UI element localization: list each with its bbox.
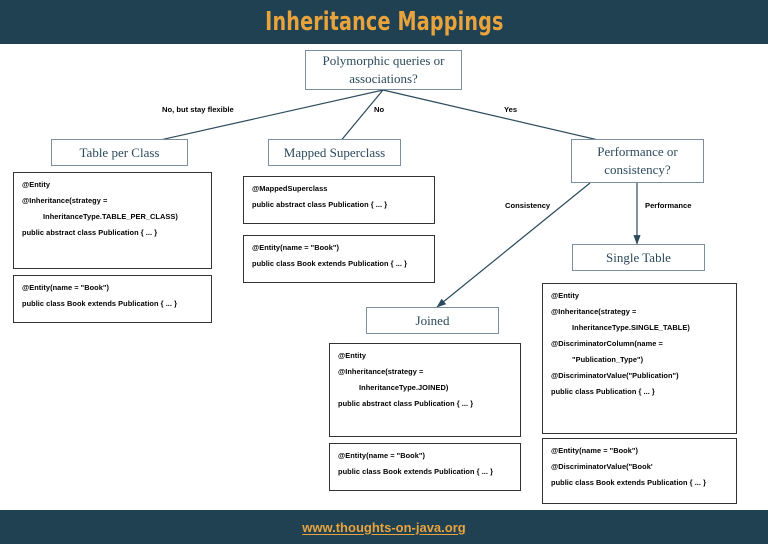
code-line: public class Book extends Publication { … [22,299,178,308]
diagram-canvas: Polymorphic queries or associations? Tab… [0,44,768,510]
code-line: public class Book extends Publication { … [551,478,707,487]
code-line: public abstract class Publication { ... … [22,228,158,237]
code-block-mapped-superclass-child: @Entity(name = "Book") public class Book… [243,235,435,283]
page-header: Inheritance Mappings [0,0,768,44]
code-line: public class Publication { ... } [551,387,655,396]
edge-label-yes: Yes [504,105,518,114]
node-table-per-class-label: Table per Class [79,144,160,160]
code-line: InheritanceType.JOINED) [338,383,449,392]
code-line: @Entity(name = "Book") [551,446,638,455]
code-line: @Inheritance(strategy = [22,196,108,205]
node-root-label: Polymorphic queries or associations? [322,53,445,86]
node-joined-label: Joined [415,312,450,328]
code-block-single-table-child: @Entity(name = "Book") @DiscriminatorVal… [542,438,737,504]
code-line: @Entity(name = "Book") [252,243,339,252]
code-line: @Entity [22,180,51,189]
node-mapped-superclass[interactable]: Mapped Superclass [268,139,401,166]
node-performance-or-consistency[interactable]: Performance or consistency? [571,139,704,183]
code-line: @Entity(name = "Book") [22,283,109,292]
code-block-mapped-superclass-parent: @MappedSuperclass public abstract class … [243,176,435,224]
code-block-table-per-class-child: @Entity(name = "Book") public class Book… [13,275,212,323]
code-block-joined-parent: @Entity @Inheritance(strategy = Inherita… [329,343,521,437]
code-line: public abstract class Publication { ... … [338,399,474,408]
code-line: @Inheritance(strategy = [551,307,637,316]
node-joined[interactable]: Joined [366,307,499,334]
code-line: "Publication_Type") [551,355,644,364]
code-block-table-per-class-parent: @Entity @Inheritance(strategy = Inherita… [13,172,212,269]
code-line: public class Book extends Publication { … [338,467,494,476]
edge-label-no-but-stay-flexible: No, but stay flexible [162,105,234,114]
code-line: @Inheritance(strategy = [338,367,424,376]
code-line: InheritanceType.SINGLE_TABLE) [551,323,690,332]
code-line: @DiscriminatorColumn(name = [551,339,663,348]
code-line: @MappedSuperclass [252,184,328,193]
code-line: public abstract class Publication { ... … [252,200,388,209]
edge-label-no: No [374,105,385,114]
code-block-single-table-parent: @Entity @Inheritance(strategy = Inherita… [542,283,737,434]
code-line: @DiscriminatorValue("Book' [551,462,653,471]
node-mapped-superclass-label: Mapped Superclass [283,144,386,160]
node-single-table[interactable]: Single Table [572,244,705,271]
code-block-joined-child: @Entity(name = "Book") public class Book… [329,443,521,491]
code-line: @Entity(name = "Book") [338,451,425,460]
code-line: @Entity [551,291,580,300]
node-single-table-label: Single Table [606,249,671,265]
footer-website-link[interactable]: www.thoughts-on-java.org [302,519,466,535]
edge-label-performance: Performance [645,201,692,210]
code-line: @Entity [338,351,367,360]
node-performance-or-consistency-label: Performance or consistency? [597,144,678,177]
page-title: Inheritance Mappings [264,7,504,37]
page-footer: www.thoughts-on-java.org [0,510,768,544]
node-table-per-class[interactable]: Table per Class [51,139,188,166]
code-line: @DiscriminatorValue("Publication") [551,371,679,380]
code-line: public class Book extends Publication { … [252,259,408,268]
edge-label-consistency: Consistency [505,201,551,210]
code-line: InheritanceType.TABLE_PER_CLASS) [22,212,178,221]
node-root-decision[interactable]: Polymorphic queries or associations? [305,50,462,90]
